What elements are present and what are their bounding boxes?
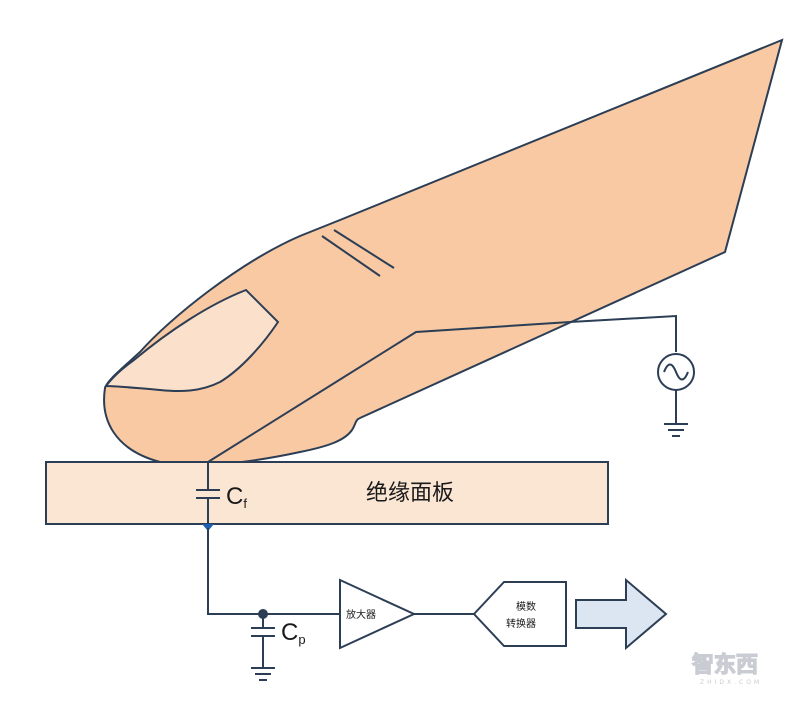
finger-body (103, 38, 784, 466)
fingernail (103, 288, 280, 392)
amplifier-label: 放大器 (346, 608, 376, 621)
finger (103, 38, 784, 466)
watermark: 智东西 ZHIDX.COM (691, 651, 762, 686)
output-arrow-icon (575, 577, 668, 651)
ac-source-icon (657, 353, 695, 391)
sense-wire (207, 528, 340, 615)
adc-label-line1: 模数 (516, 600, 536, 613)
finger-internal-wire (207, 321, 571, 463)
panel-label: 绝缘面板 (366, 481, 454, 506)
source-wire (569, 314, 677, 352)
watermark-tagline: ZHIDX.COM (700, 679, 762, 686)
knuckle-crease-2 (333, 229, 395, 269)
electrode-dot (202, 524, 214, 531)
cp-ground-icon (251, 667, 275, 681)
watermark-logo: 智东西 (692, 652, 758, 678)
amplifier-icon (339, 578, 417, 650)
cp-capacitor-icon (251, 627, 275, 637)
adc-label-line2: 转换器 (506, 617, 536, 630)
adc-converter-box (472, 581, 567, 647)
ground-icon (664, 423, 688, 437)
cp-label: Cp (281, 619, 306, 647)
insulating-panel (45, 461, 609, 525)
cf-label: Cf (226, 483, 247, 511)
knuckle-crease-1 (321, 235, 381, 277)
